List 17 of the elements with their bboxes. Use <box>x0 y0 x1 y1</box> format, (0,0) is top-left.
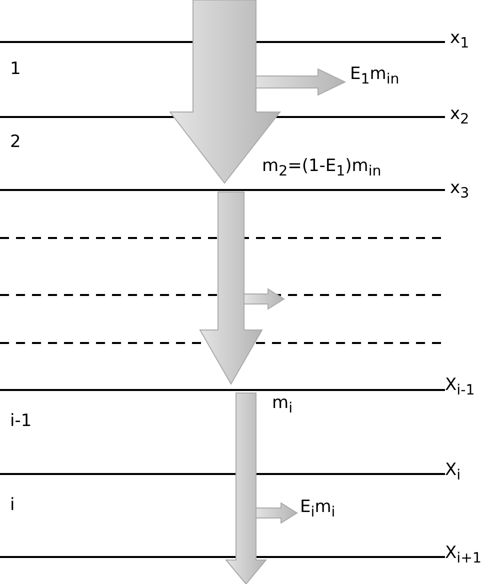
outflow-label: E$_{i}$m$_{i}$ <box>300 497 336 520</box>
flow-label: m$_{i}$ <box>272 393 292 416</box>
layer-number: 1 <box>10 59 21 79</box>
flow-arrow <box>168 0 282 184</box>
outflow-label: E$_{1}$m$_{in}$ <box>350 64 400 88</box>
boundary-label: X$_{i}$ <box>445 460 461 484</box>
flow-arrow <box>224 392 268 584</box>
flow-arrow <box>199 192 263 385</box>
boundary-label: X$_{i-1}$ <box>445 375 475 398</box>
layer-number: 2 <box>10 132 21 152</box>
layer-number: i-1 <box>10 411 32 431</box>
boundary-label: x$_{2}$ <box>450 104 470 128</box>
boundary-label: X$_{i+1}$ <box>445 543 482 566</box>
flow-equation: m$_{2}$=(1-E$_{1}$)m$_{in}$ <box>262 156 382 180</box>
boundary-label: x$_{1}$ <box>450 28 470 52</box>
layer-number: i <box>10 495 15 515</box>
boundary-label: x$_{3}$ <box>450 178 470 202</box>
